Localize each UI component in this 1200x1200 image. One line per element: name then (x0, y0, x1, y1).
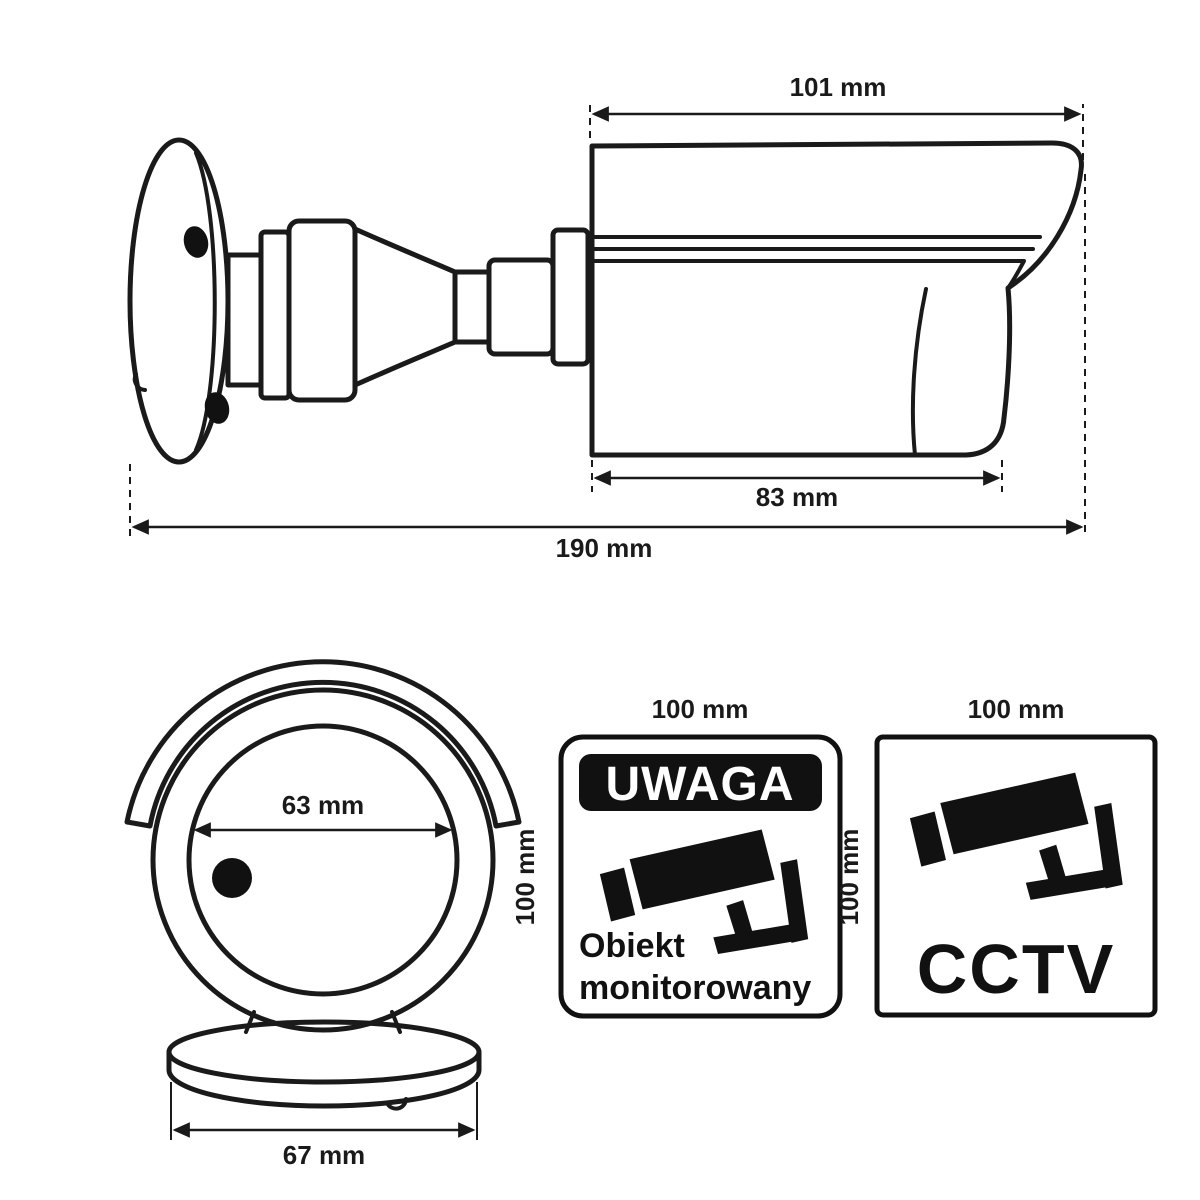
dim-label-63mm: 63 mm (282, 790, 364, 820)
icon-camera-foot (713, 924, 797, 955)
sunshield-line-3 (590, 259, 1026, 290)
icon-camera-lens (599, 867, 636, 922)
arm-segment-2 (258, 229, 292, 401)
uwaga-dim-height-label: 100 mm (510, 829, 540, 926)
front-sensor-dot (212, 858, 252, 898)
cctv-camera-icon (909, 772, 1123, 900)
dim-label-83mm: 83 mm (756, 482, 838, 512)
cctv-dim-width-label: 100 mm (968, 694, 1065, 724)
uwaga-sticker: 100 mm 100 mm UWAGA Obiekt monitorowany (510, 694, 843, 1019)
dim-label-67mm: 67 mm (283, 1140, 365, 1170)
cctv-sticker: 100 mm 100 mm CCTV (834, 694, 1158, 1018)
front-outer-ring (150, 687, 496, 1033)
dim-label-101mm: 101 mm (790, 72, 887, 102)
arm-cone (352, 226, 458, 388)
icon-camera-arm (1039, 844, 1066, 881)
screw-hole-top (183, 226, 209, 258)
icon-camera-foot (1025, 869, 1111, 900)
arm-segment-1 (225, 252, 264, 388)
front-inner-ring (186, 723, 460, 997)
front-sunshield-band (124, 659, 522, 829)
cctv-label: CCTV (917, 930, 1116, 1008)
uwaga-caption-line1: Obiekt (579, 927, 685, 965)
uwaga-caption-line2: monitorowany (579, 969, 811, 1007)
wall-plate-notch (132, 372, 147, 392)
uwaga-dim-width-label: 100 mm (652, 694, 749, 724)
arm-joint (486, 257, 556, 357)
icon-camera-arm (726, 900, 753, 936)
arm-neck (452, 269, 492, 345)
wall-plate-edge (194, 151, 217, 452)
arm-segment-3 (286, 218, 358, 403)
icon-camera-body (940, 772, 1089, 855)
camera-body-outline (589, 140, 1084, 458)
uwaga-title: UWAGA (606, 758, 795, 811)
icon-camera-body (629, 829, 775, 910)
cctv-camera-icon (599, 829, 809, 955)
icon-camera-wall-bar (780, 859, 809, 943)
icon-camera-lens (909, 811, 946, 867)
side-view-dimensions (129, 104, 1086, 538)
pedestal-neck-right (390, 1010, 402, 1034)
base-bottom (166, 1049, 482, 1109)
uwaga-header-bar (579, 754, 822, 811)
front-view-drawing (124, 659, 522, 1111)
pedestal-neck-left (244, 1010, 256, 1034)
lens-hood-inner-curve (910, 287, 928, 457)
screw-hole-bottom (204, 392, 230, 424)
front-view-dimensions (170, 822, 478, 1140)
arm-body-plate (550, 227, 591, 367)
dim-label-190mm: 190 mm (556, 533, 653, 563)
icon-camera-wall-bar (1094, 803, 1123, 889)
side-view-drawing (127, 137, 1084, 465)
cctv-dim-height-label: 100 mm (834, 829, 864, 926)
base-notch (385, 1097, 408, 1111)
